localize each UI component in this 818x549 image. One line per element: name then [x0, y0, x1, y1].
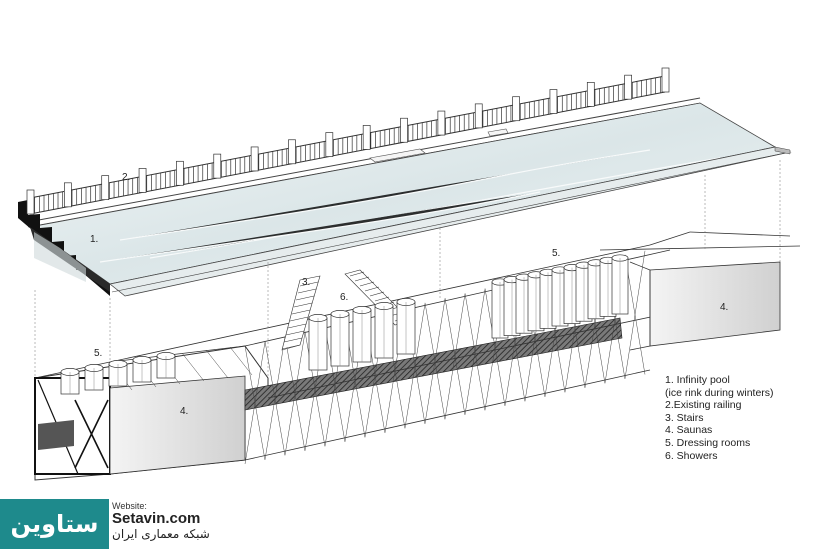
cabin — [60, 368, 80, 395]
brand-text: Website: Setavin.com شبکه معماری ایران — [112, 501, 210, 542]
legend-item: (ice rink during winters) — [665, 386, 774, 399]
stair-step — [289, 316, 309, 322]
railing-post — [64, 182, 72, 208]
railing-post — [437, 110, 446, 136]
brand-tagline: شبکه معماری ایران — [112, 527, 210, 541]
railing-post — [213, 153, 222, 179]
stair-step — [374, 296, 390, 302]
stair-step — [293, 302, 313, 308]
railing-post — [250, 146, 259, 172]
stair-step — [291, 309, 311, 315]
brace — [424, 298, 446, 424]
railing-post — [400, 117, 408, 143]
callout-showers: 6. — [340, 292, 348, 303]
column-lines — [34, 160, 781, 378]
watermark: ستاوین Website: Setavin.com شبکه معماری … — [0, 499, 215, 549]
railing-post — [512, 96, 520, 122]
legend-item: 5. Dressing rooms — [665, 436, 751, 449]
callout-dressing-right: 5. — [552, 248, 560, 259]
legend-item: 4. Saunas — [665, 424, 713, 437]
existing-railing — [26, 67, 670, 215]
sauna-left — [109, 375, 246, 475]
cabin — [374, 302, 394, 359]
railing-post — [288, 139, 296, 165]
brand-logo: ستاوین — [10, 510, 99, 538]
stair-step — [299, 281, 319, 287]
central-corridor — [244, 317, 623, 411]
brace — [264, 337, 286, 460]
stair-step — [364, 286, 380, 292]
railing-post — [101, 175, 110, 200]
sauna-right — [649, 261, 781, 347]
railing-post — [624, 74, 632, 100]
callout-pool: 1. — [90, 234, 98, 245]
brace — [229, 346, 253, 376]
brace — [404, 303, 426, 429]
railing-post — [661, 67, 670, 93]
railing-post — [176, 160, 184, 186]
callout-sauna-right: 4. — [720, 302, 728, 313]
cabin — [330, 310, 350, 367]
website-url[interactable]: Setavin.com — [112, 510, 201, 527]
substructure-frame — [34, 231, 801, 481]
brace — [624, 250, 646, 379]
stair-step — [369, 291, 385, 297]
railing-post — [325, 132, 334, 157]
stair-step — [359, 281, 375, 287]
railing-post — [549, 89, 558, 114]
callout-stairs: 3. — [302, 277, 310, 288]
stair-step — [287, 323, 307, 329]
brand-logo-box: ستاوین — [0, 499, 109, 549]
dressing-rooms-left — [60, 352, 176, 395]
brace — [464, 289, 486, 415]
railing-post — [474, 103, 483, 129]
railing-post — [362, 125, 371, 150]
legend-item: 3. Stairs — [665, 411, 704, 424]
cabin — [84, 364, 104, 391]
cabin — [352, 306, 372, 363]
legend-item: 2.Existing railing — [665, 399, 742, 412]
cabin — [156, 352, 176, 379]
brace — [181, 352, 205, 382]
cabin — [108, 360, 128, 387]
callout-railing: 2. — [122, 172, 130, 183]
cabin — [132, 356, 152, 383]
callout-dressing-left: 5. — [94, 348, 102, 359]
stair-step — [297, 288, 317, 294]
stair-step — [354, 276, 370, 282]
website-label: Website: — [112, 501, 147, 511]
cabin — [308, 314, 328, 371]
stair-step — [285, 330, 305, 336]
railing-post — [138, 168, 147, 193]
railing-post — [26, 189, 35, 215]
infinity-pool — [18, 97, 792, 297]
brace — [444, 293, 466, 420]
brace — [284, 332, 306, 456]
stair-step — [349, 271, 365, 277]
brace — [205, 349, 229, 379]
stair-step — [295, 295, 315, 301]
stair-step — [283, 337, 303, 343]
legend-item: 1. Infinity pool — [665, 374, 730, 386]
brace — [244, 341, 266, 465]
stair-step — [281, 344, 301, 350]
callout-sauna-left: 4. — [180, 406, 188, 417]
shower-cabins — [308, 254, 629, 371]
legend-item: 6. Showers — [665, 449, 718, 462]
railing-post — [586, 82, 595, 107]
cabin — [611, 254, 629, 315]
cabin — [396, 298, 416, 355]
legend: 1. Infinity pool (ice rink during winter… — [665, 374, 815, 462]
